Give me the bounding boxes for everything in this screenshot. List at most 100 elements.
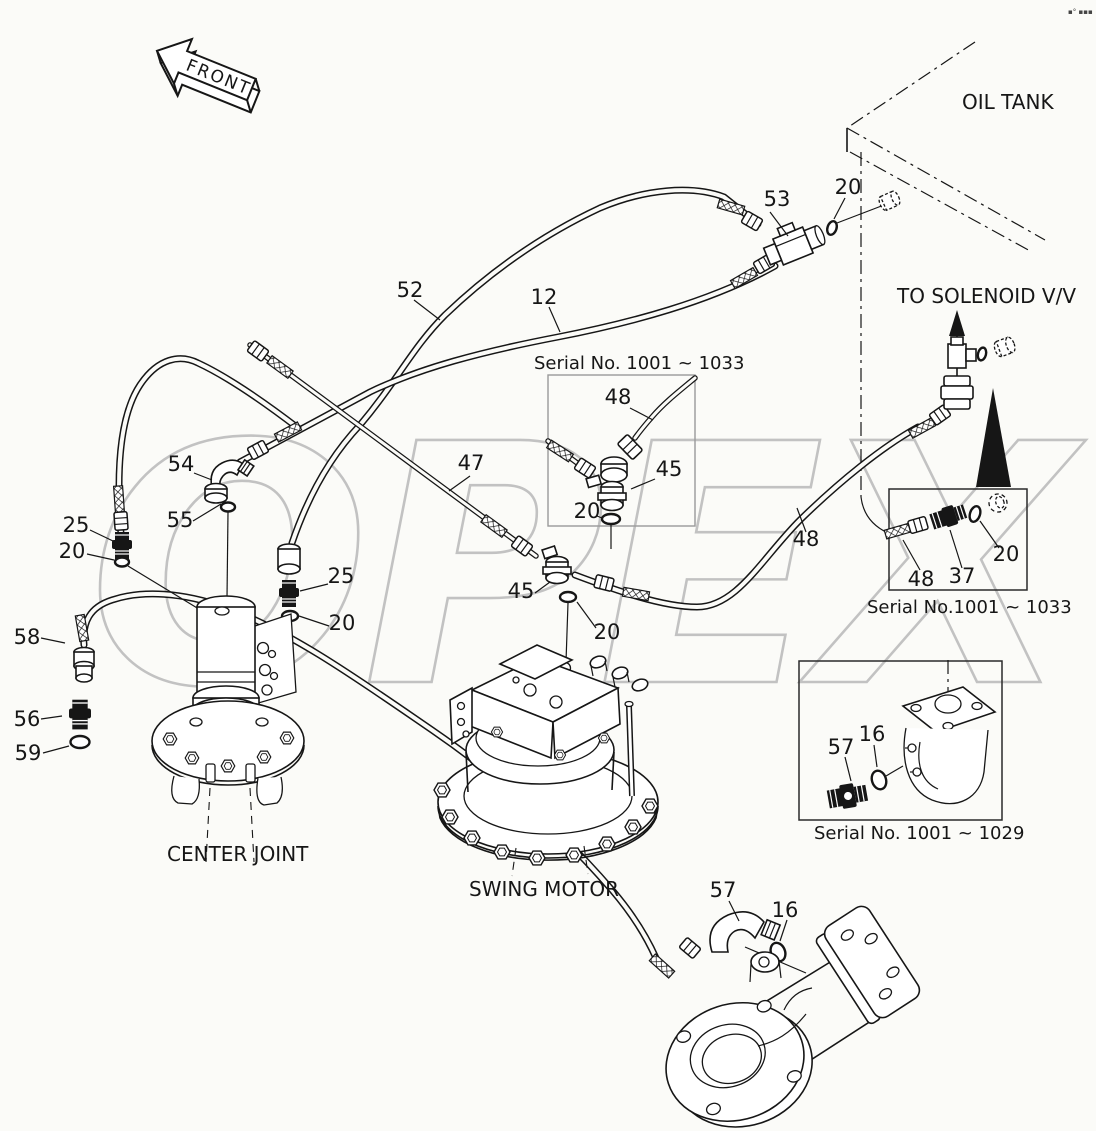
callout-25-left: 25 bbox=[63, 513, 90, 537]
callout-52: 52 bbox=[397, 278, 424, 302]
inset-bottom-caption: Serial No. 1001 ~ 1029 bbox=[814, 823, 1024, 844]
callout-55: 55 bbox=[167, 508, 194, 532]
port-cylinder bbox=[589, 655, 649, 692]
bolt-nut-icon bbox=[184, 751, 200, 765]
oring-20-lower bbox=[558, 590, 578, 604]
oring-20-left bbox=[113, 556, 131, 568]
bolt-nut-icon bbox=[490, 726, 504, 738]
hose-arc-left bbox=[115, 355, 302, 538]
hose-12 bbox=[236, 262, 779, 466]
hose-58 bbox=[80, 590, 660, 962]
elbow-54 bbox=[204, 458, 255, 599]
flanged-pipe bbox=[665, 905, 921, 1128]
bolt-nut-icon bbox=[463, 830, 481, 846]
elbow-52-end bbox=[277, 543, 301, 623]
inset-right-caption: Serial No.1001 ~ 1033 bbox=[867, 597, 1072, 618]
to-solenoid-label: TO SOLENOID V/V bbox=[896, 284, 1076, 308]
bolt-nut-icon bbox=[553, 749, 567, 761]
nipple-57-inset bbox=[826, 783, 869, 809]
oring-55 bbox=[219, 501, 237, 513]
oil-tank: OIL TANK bbox=[846, 41, 1054, 534]
guide-pin bbox=[624, 700, 635, 797]
valve-45-mid bbox=[585, 474, 627, 512]
bolt-nut-icon bbox=[624, 819, 642, 835]
callout-48-main: 48 bbox=[793, 527, 820, 551]
front-arrow: FRONT bbox=[155, 37, 261, 114]
callout-20-right: 20 bbox=[993, 542, 1020, 566]
callout-45-low: 45 bbox=[508, 579, 535, 603]
top-port bbox=[749, 951, 782, 983]
plug-25-left bbox=[111, 531, 133, 560]
oring-59 bbox=[69, 734, 91, 750]
callout-16-main: 16 bbox=[772, 898, 799, 922]
callout-20-low: 20 bbox=[594, 620, 621, 644]
oring-20-rightinset bbox=[968, 505, 982, 523]
swing-motor-label: SWING MOTOR bbox=[469, 877, 619, 901]
callout-12: 12 bbox=[531, 285, 558, 309]
oil-tank-label: OIL TANK bbox=[962, 90, 1054, 114]
swing-motor: SWING MOTOR bbox=[433, 644, 659, 901]
callout-54: 54 bbox=[168, 452, 195, 476]
oil-tank-edge bbox=[846, 127, 1046, 241]
inset-bottom: Serial No. 1001 ~ 1029 bbox=[798, 660, 1024, 844]
cap-dashed bbox=[988, 493, 1008, 513]
callout-59: 59 bbox=[15, 741, 42, 765]
callout-48-mid: 48 bbox=[605, 385, 632, 409]
left-flange bbox=[665, 999, 813, 1128]
callout-25-c: 25 bbox=[328, 564, 355, 588]
center-joint-label: CENTER JOINT bbox=[167, 842, 309, 866]
oring-16-inset bbox=[870, 769, 888, 791]
callout-56: 56 bbox=[14, 707, 41, 731]
tee-fitting-53 bbox=[762, 190, 901, 267]
oil-tank-edge bbox=[846, 41, 976, 129]
callout-37: 37 bbox=[949, 564, 976, 588]
bolt-nut-icon bbox=[220, 759, 236, 773]
bolt-nut-icon bbox=[565, 847, 583, 863]
bolt-nut-icon bbox=[493, 844, 511, 860]
callout-16-inset: 16 bbox=[859, 722, 886, 746]
bolt-nut-icon bbox=[641, 798, 659, 814]
swing-motor-valve-block bbox=[449, 644, 649, 761]
black-wedge-arrow bbox=[976, 388, 1011, 487]
center-joint: CENTER JOINT bbox=[151, 595, 309, 866]
corner-mark: ▪° ▪▪▪ bbox=[1068, 8, 1093, 16]
nipple-56 bbox=[68, 699, 92, 731]
up-arrow bbox=[949, 310, 965, 336]
bolt-nut-icon bbox=[256, 750, 272, 764]
solenoid-connection: TO SOLENOID V/V bbox=[896, 284, 1076, 487]
bolt-nut-icon bbox=[279, 731, 295, 745]
inset-mid-title: Serial No. 1001 ~ 1033 bbox=[534, 353, 744, 374]
valve-block-side bbox=[242, 613, 297, 707]
callout-58: 58 bbox=[14, 625, 41, 649]
bolt-nut-icon bbox=[441, 809, 459, 825]
bolt-nut-icon bbox=[528, 850, 546, 866]
bolt-nut-icon bbox=[598, 836, 616, 852]
callout-20-tank: 20 bbox=[835, 175, 862, 199]
bolt-nut-icon bbox=[597, 732, 611, 744]
flange-pins bbox=[205, 763, 256, 783]
bolt-nut-icon bbox=[162, 732, 178, 746]
plug-cap bbox=[878, 190, 901, 212]
callout-20-c: 20 bbox=[329, 611, 356, 635]
plug-25-mid bbox=[278, 579, 300, 608]
hose-52 bbox=[288, 186, 762, 547]
callouts: 53 20 52 12 48 45 20 54 47 55 25 20 25 2… bbox=[14, 175, 1020, 922]
callout-53: 53 bbox=[764, 187, 791, 211]
bolt-nut-icon bbox=[433, 782, 451, 798]
right-flange bbox=[815, 905, 921, 1025]
callout-20-mid: 20 bbox=[574, 499, 601, 523]
callout-57-main: 57 bbox=[710, 878, 737, 902]
leader-lines bbox=[40, 197, 1000, 942]
callout-47: 47 bbox=[458, 451, 485, 475]
callout-48-right: 48 bbox=[908, 567, 935, 591]
inset-mid: Serial No. 1001 ~ 1033 bbox=[534, 353, 744, 549]
callout-20-left: 20 bbox=[59, 539, 86, 563]
nipple-37 bbox=[929, 504, 968, 530]
callout-57-inset: 57 bbox=[828, 735, 855, 759]
fitting-58-stack bbox=[68, 646, 95, 750]
flange-elbow-part bbox=[901, 686, 997, 805]
oring-20-tank bbox=[826, 219, 838, 237]
oil-tank-edge bbox=[849, 151, 1033, 253]
